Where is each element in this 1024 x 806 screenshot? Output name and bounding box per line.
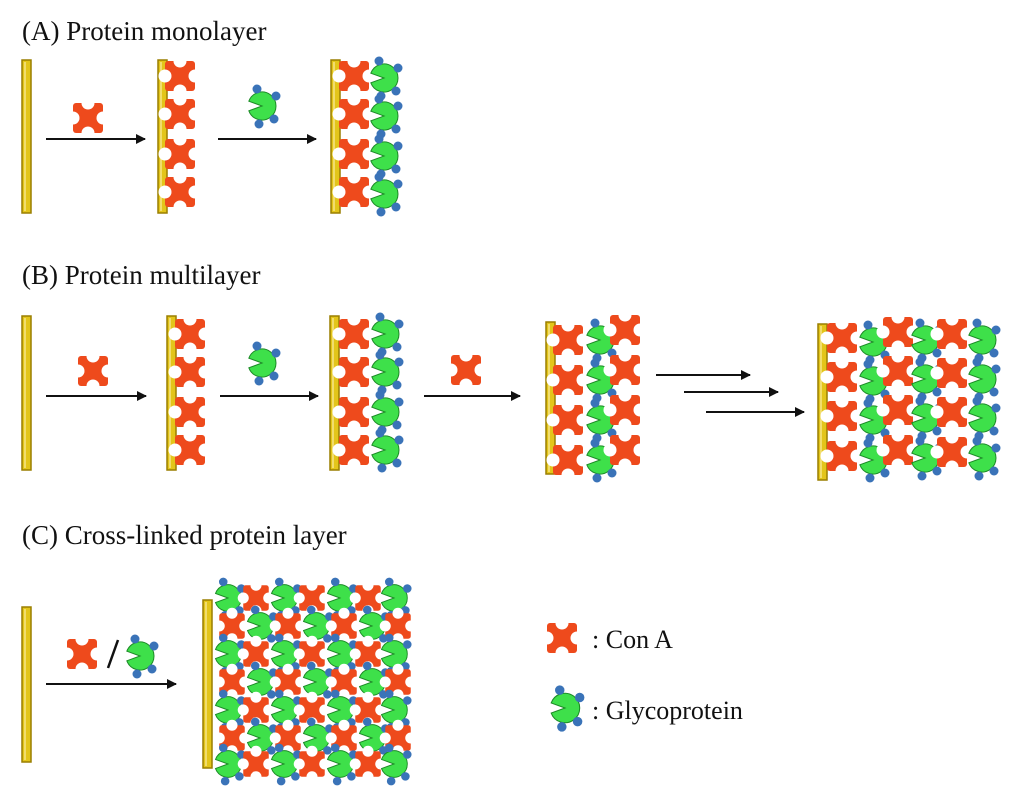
substrate-bar (817, 323, 828, 481)
con-a-icon (876, 388, 920, 432)
glycoprotein-icon (380, 743, 412, 786)
panel-b-title: (B) Protein multilayer (22, 260, 261, 290)
con-a-icon (325, 607, 363, 645)
glycoprotein-icon (370, 172, 403, 217)
con-a-icon (349, 745, 387, 783)
con-a-icon (930, 390, 974, 434)
con-a-icon (820, 434, 864, 478)
con-a-icon (332, 92, 376, 136)
con-a-icon (820, 394, 864, 438)
glycoprotein-icon (370, 56, 403, 101)
con-a-icon (930, 430, 974, 474)
con-a-icon (930, 312, 974, 356)
con-a-icon (603, 348, 647, 392)
con-a-icon (66, 96, 110, 140)
substrate-bar (330, 59, 341, 214)
con-a-icon (293, 745, 331, 783)
glycoprotein-icon (371, 312, 404, 357)
glycoprotein-icon (550, 685, 585, 732)
con-a-icon (546, 438, 590, 482)
con-a-icon (332, 350, 376, 394)
con-a-icon (603, 388, 647, 432)
panel-c-title: (C) Cross-linked protein layer (22, 520, 347, 550)
con-a-icon (269, 607, 307, 645)
glycoprotein-icon (270, 633, 302, 676)
substrate-bar (545, 321, 556, 475)
legend-con-a-label: : Con A (592, 627, 673, 653)
con-a-icon (60, 632, 104, 676)
con-a-icon (332, 428, 376, 472)
substrate-bar (157, 59, 168, 214)
glycoprotein-icon (214, 743, 246, 786)
glycoprotein-icon (248, 341, 281, 386)
con-a-icon (332, 54, 376, 98)
glycoprotein-icon (370, 134, 403, 179)
con-a-icon (237, 745, 275, 783)
con-a-icon (820, 316, 864, 360)
legend-con-a-text: Con A (605, 625, 673, 654)
substrate-bar (21, 315, 32, 471)
con-a-icon (876, 310, 920, 354)
legend-separator: : (592, 625, 600, 654)
glycoprotein-icon (246, 661, 278, 704)
con-a-icon (379, 607, 417, 645)
con-a-icon (603, 308, 647, 352)
con-a-icon (158, 92, 202, 136)
glycoprotein-icon (370, 94, 403, 139)
con-a-icon (158, 132, 202, 176)
glycoprotein-icon (968, 357, 1001, 402)
legend-glycoprotein-label: : Glycoprotein (592, 698, 743, 724)
slash (106, 639, 120, 669)
glycoprotein-icon (371, 390, 404, 435)
con-a-icon (444, 348, 488, 392)
con-a-icon (546, 318, 590, 362)
substrate-bar (166, 315, 177, 471)
con-a-icon (546, 398, 590, 442)
con-a-icon (332, 312, 376, 356)
con-a-icon (213, 663, 251, 701)
glycoprotein-icon (326, 743, 358, 786)
con-a-icon (71, 349, 115, 393)
legend-separator: : (592, 696, 600, 725)
panel-a-title: (A) Protein monolayer (22, 16, 267, 46)
legend-glycoprotein-text: Glycoprotein (605, 696, 743, 725)
glycoprotein-icon (371, 350, 404, 395)
con-a-icon (603, 428, 647, 472)
con-a-icon (546, 358, 590, 402)
substrate-bar (329, 315, 340, 471)
con-a-icon (930, 351, 974, 395)
glycoprotein-icon (380, 577, 412, 620)
substrate-bar (202, 599, 213, 769)
con-a-icon (213, 607, 251, 645)
con-a-icon (349, 635, 387, 673)
glycoprotein-icon (126, 634, 159, 679)
con-a-icon (168, 350, 212, 394)
glycoprotein-icon (968, 436, 1001, 481)
con-a-icon (168, 390, 212, 434)
glycoprotein-icon (371, 428, 404, 473)
con-a-icon (168, 428, 212, 472)
substrate-bar (21, 606, 32, 763)
con-a-icon (540, 616, 584, 660)
con-a-icon (158, 170, 202, 214)
substrate-bar (21, 59, 32, 214)
con-a-icon (332, 170, 376, 214)
glycoprotein-icon (968, 396, 1001, 441)
con-a-icon (820, 355, 864, 399)
glycoprotein-icon (248, 84, 281, 129)
glycoprotein-icon (968, 318, 1001, 363)
con-a-icon (237, 579, 275, 617)
